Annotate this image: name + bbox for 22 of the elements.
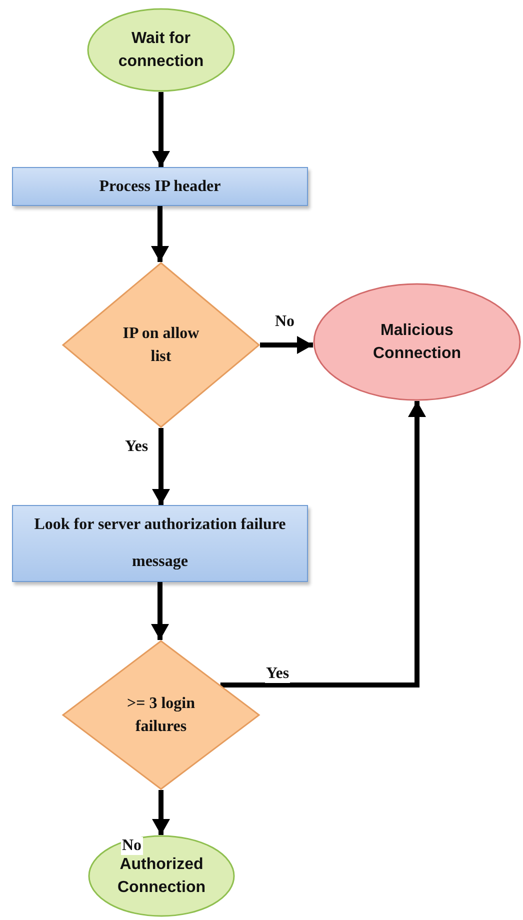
- terminal-label: Wait for connection: [117, 28, 205, 72]
- decision-diamond: [62, 262, 260, 428]
- arrow: [152, 92, 170, 167]
- decision-label: >= 3 login failures: [126, 694, 196, 737]
- decision-label: IP on allow list: [122, 324, 200, 367]
- arrow: [260, 336, 313, 354]
- terminal-ellipse: [87, 8, 235, 92]
- arrow: [152, 428, 170, 505]
- arrow: [152, 790, 170, 835]
- arrow: [151, 206, 169, 262]
- arrow: [151, 582, 169, 640]
- process-box: [12, 505, 308, 582]
- terminal-label: Malicious Connection: [372, 320, 462, 364]
- edge-label: No: [121, 837, 143, 855]
- arrow: [220, 401, 426, 688]
- terminal-label: Authorized Connection: [116, 854, 206, 898]
- terminal-ellipse: [88, 835, 235, 917]
- decision-diamond: [62, 640, 260, 790]
- terminal-ellipse: [313, 283, 521, 401]
- process-label: Process IP header: [99, 176, 221, 197]
- process-box: [12, 167, 308, 206]
- process-label: Look for server authorization failure message: [33, 514, 287, 572]
